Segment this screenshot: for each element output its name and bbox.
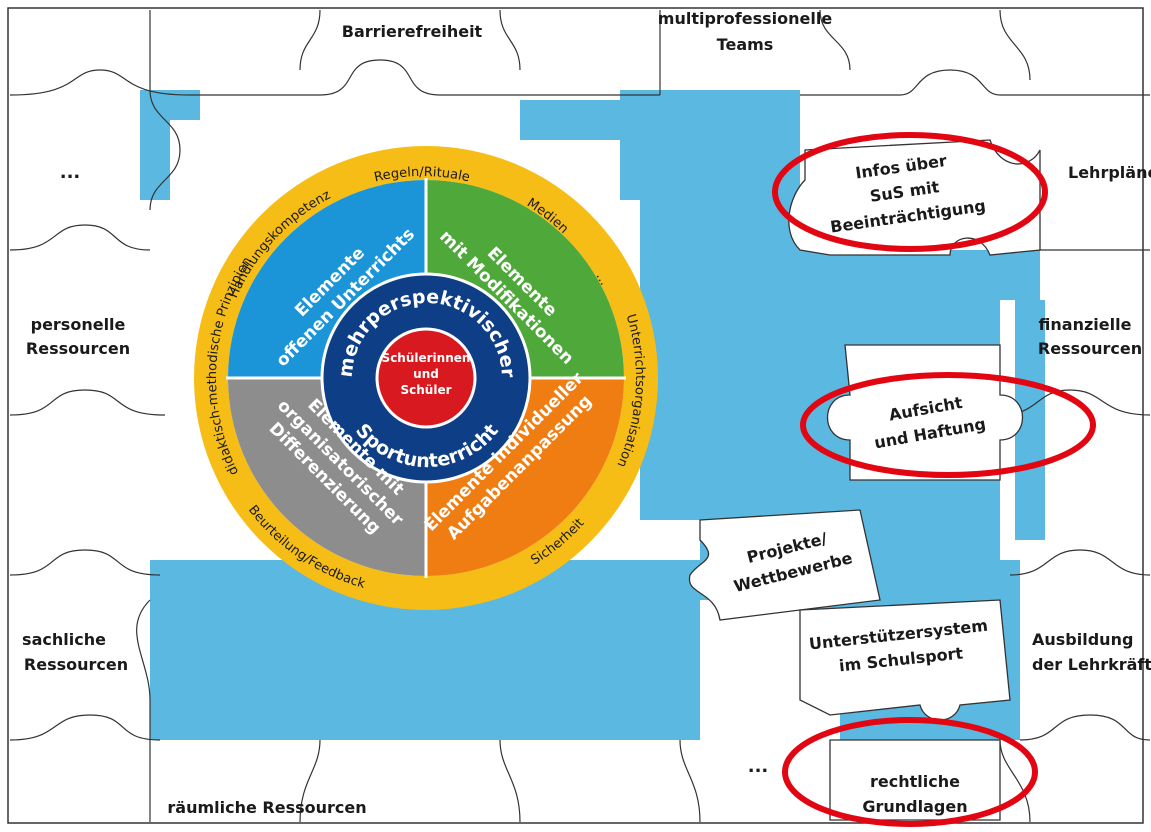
highlight-infos xyxy=(772,132,1048,252)
loose-pieces xyxy=(688,139,1041,821)
label-personell-line2: Ressourcen xyxy=(26,339,130,358)
highlight-aufsicht xyxy=(800,372,1096,478)
highlight-ellipses xyxy=(772,132,1096,827)
wheel-core xyxy=(375,327,477,429)
label-sachlich-line1: sachliche xyxy=(22,630,106,649)
wheel: Regeln/Rituale Medien ... Handlungskompe… xyxy=(194,146,658,610)
label-ausbildung-line1: Ausbildung xyxy=(1032,630,1133,649)
core-line1: Schülerinnen xyxy=(382,351,471,365)
highlight-recht xyxy=(782,717,1038,827)
label-ausbildung-line2: der Lehrkräfte xyxy=(1032,655,1151,674)
label-teams-line2: Teams xyxy=(717,35,774,54)
label-finanz-line2: Ressourcen xyxy=(1038,339,1142,358)
label-personell-line1: personelle xyxy=(31,315,126,334)
core-line2: und xyxy=(413,367,439,381)
core-line3: Schüler xyxy=(400,383,451,397)
label-sachlich-line2: Ressourcen xyxy=(24,655,128,674)
label-dots-bottom: ... xyxy=(748,756,769,777)
label-raeumlich: räumliche Ressourcen xyxy=(167,798,366,817)
label-teams-line1: multiprofessionelle xyxy=(658,9,833,28)
label-recht-line1: rechtliche xyxy=(870,772,960,791)
label-dots-left: ... xyxy=(60,162,81,183)
ring-regeln: Regeln/Rituale xyxy=(373,165,471,185)
label-barrierefreiheit: Barrierefreiheit xyxy=(342,22,483,41)
outer-frame xyxy=(7,7,1144,824)
label-recht-line2: Grundlagen xyxy=(862,797,967,816)
label-lehrplaene: Lehrpläne xyxy=(1068,163,1151,182)
label-finanz-line1: finanzielle xyxy=(1039,315,1132,334)
